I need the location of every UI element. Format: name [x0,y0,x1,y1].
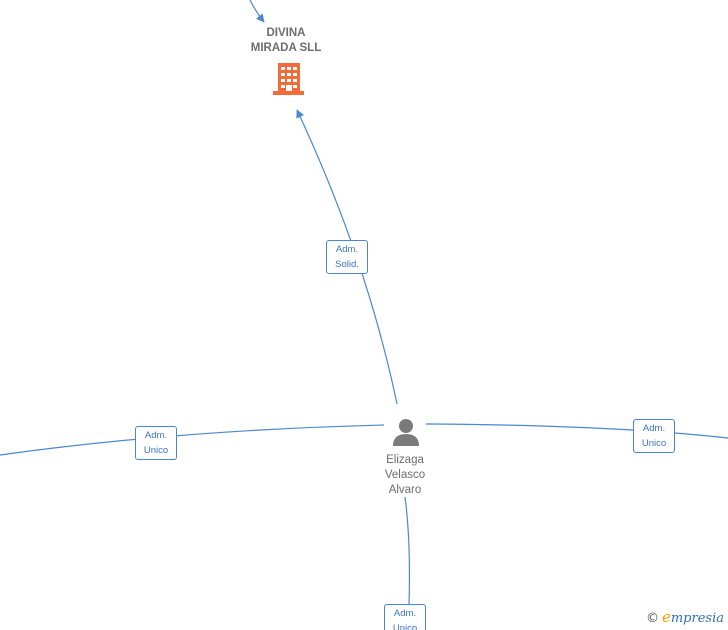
edge-label-right-line-1: Adm. [642,423,666,434]
edge-label-left-line-2: Unico [143,445,169,456]
person-name-line-3: Alvaro [388,484,422,496]
person-name[interactable]: Elizaga Velasco Alvaro [355,453,455,498]
edge-label-bottom-line-2: Unico [392,623,418,630]
brand-initial: e [661,608,671,626]
company-name-line-1: DIVINA [266,27,306,39]
company-name-line-2: MIRADA SLL [250,42,322,54]
person-name-line-1: Elizaga [386,454,424,466]
company-name[interactable]: DIVINA MIRADA SLL [226,26,346,56]
empresia-watermark: ©empresia [646,608,724,626]
edge-label-left-line-1: Adm. [144,430,168,441]
edge-label-top-line-1: Adm. [335,244,359,255]
edge-label-right[interactable]: Adm. Unico [633,419,675,453]
edge-label-bottom[interactable]: Adm. Unico [384,604,426,630]
edge-label-bottom-line-1: Adm. [393,608,417,619]
edge-line-right [425,423,728,439]
edge-label-right-line-2: Unico [641,438,667,449]
edge-line-left [0,424,385,456]
person-icon[interactable] [393,419,419,446]
edge-line-incoming [249,0,265,23]
person-name-line-2: Velasco [384,469,426,481]
edge-label-top-line-2: Solid. [335,259,359,270]
edge-label-top[interactable]: Adm. Solid. [326,240,368,274]
edge-label-left[interactable]: Adm. Unico [135,426,177,460]
building-icon[interactable] [273,63,304,95]
copyright-symbol: © [645,611,659,626]
brand-name: mpresia [670,611,724,626]
